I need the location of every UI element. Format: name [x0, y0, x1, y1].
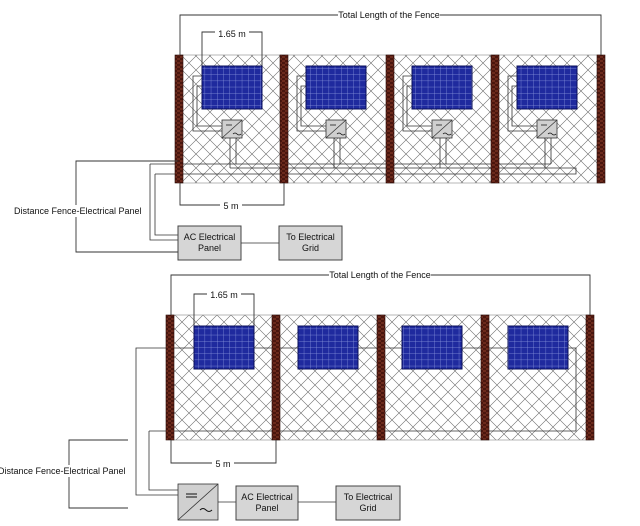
bottom-fence-post-5	[585, 314, 595, 441]
top-grid-label-line1: To Electrical	[286, 232, 335, 242]
bottom-distance-label: Distance Fence-Electrical Panel	[0, 466, 126, 476]
bottom-fence-post-2	[271, 314, 281, 441]
bottom-panel-width-label: 1.65 m	[210, 290, 238, 300]
top-panel-width-label-bg	[215, 28, 249, 38]
bottom-ac-panel-label-line2: Panel	[255, 503, 278, 513]
top-ac-electrical-panel-box	[177, 225, 242, 261]
bottom-ac-panel-label-line1: AC Electrical	[241, 492, 293, 502]
top-fence-post-1	[174, 54, 184, 184]
top-inverter-4	[536, 119, 558, 139]
top-distance-label: Distance Fence-Electrical Panel	[14, 206, 142, 216]
top-fence-post-3	[385, 54, 395, 184]
top-fence-post-5	[596, 54, 606, 184]
bottom-distance-label-bg	[2, 465, 132, 477]
bottom-post-spacing-label-bg	[212, 458, 234, 468]
bottom-total-length-label-bg	[329, 269, 431, 281]
top-inverter-3	[431, 119, 453, 139]
bottom-fence-post-1	[165, 314, 175, 441]
top-distance-label-bg	[12, 205, 138, 217]
top-ac-bus	[149, 138, 577, 241]
bottom-solar-panel-1	[193, 325, 255, 370]
bottom-fence-post-4	[480, 314, 490, 441]
top-ac-panel-label-line2: Panel	[198, 243, 221, 253]
top-post-spacing-label-bg	[220, 200, 242, 210]
top-panel-width-label: 1.65 m	[218, 29, 246, 39]
bottom-total-length-label: Total Length of the Fence	[329, 270, 431, 280]
top-inverter-2	[325, 119, 347, 139]
bottom-solar-panel-2	[297, 325, 359, 370]
top-fence-post-4	[490, 54, 500, 184]
top-solar-panel-4	[516, 65, 578, 110]
top-diagram: Total Length of the Fence 1.65 m	[12, 9, 606, 261]
bottom-grid-label-line1: To Electrical	[344, 492, 393, 502]
bottom-grid-label-line2: Grid	[359, 503, 376, 513]
bottom-solar-panel-4	[507, 325, 569, 370]
bottom-ac-electrical-panel-box	[235, 485, 299, 521]
top-total-length-label: Total Length of the Fence	[338, 10, 440, 20]
top-inverter-1	[221, 119, 243, 139]
bottom-panel-width-label-bg	[207, 289, 241, 299]
bottom-post-spacing-label: 5 m	[215, 459, 230, 469]
top-total-length-label-bg	[338, 9, 440, 21]
top-electrical-grid-box	[278, 225, 343, 261]
bottom-central-inverter	[177, 483, 219, 521]
bottom-solar-panel-3	[401, 325, 463, 370]
bottom-diagram: Total Length of the Fence 1.65 m 5	[0, 269, 595, 521]
top-solar-panel-1	[201, 65, 263, 110]
top-solar-panel-2	[305, 65, 367, 110]
top-ac-panel-label-line1: AC Electrical	[184, 232, 236, 242]
bottom-fence-post-3	[376, 314, 386, 441]
top-fence-post-2	[279, 54, 289, 184]
top-panel-wiring	[192, 75, 537, 132]
top-post-spacing-label: 5 m	[223, 201, 238, 211]
top-grid-label-line2: Grid	[302, 243, 319, 253]
top-solar-panel-3	[411, 65, 473, 110]
bottom-electrical-grid-box	[335, 485, 401, 521]
